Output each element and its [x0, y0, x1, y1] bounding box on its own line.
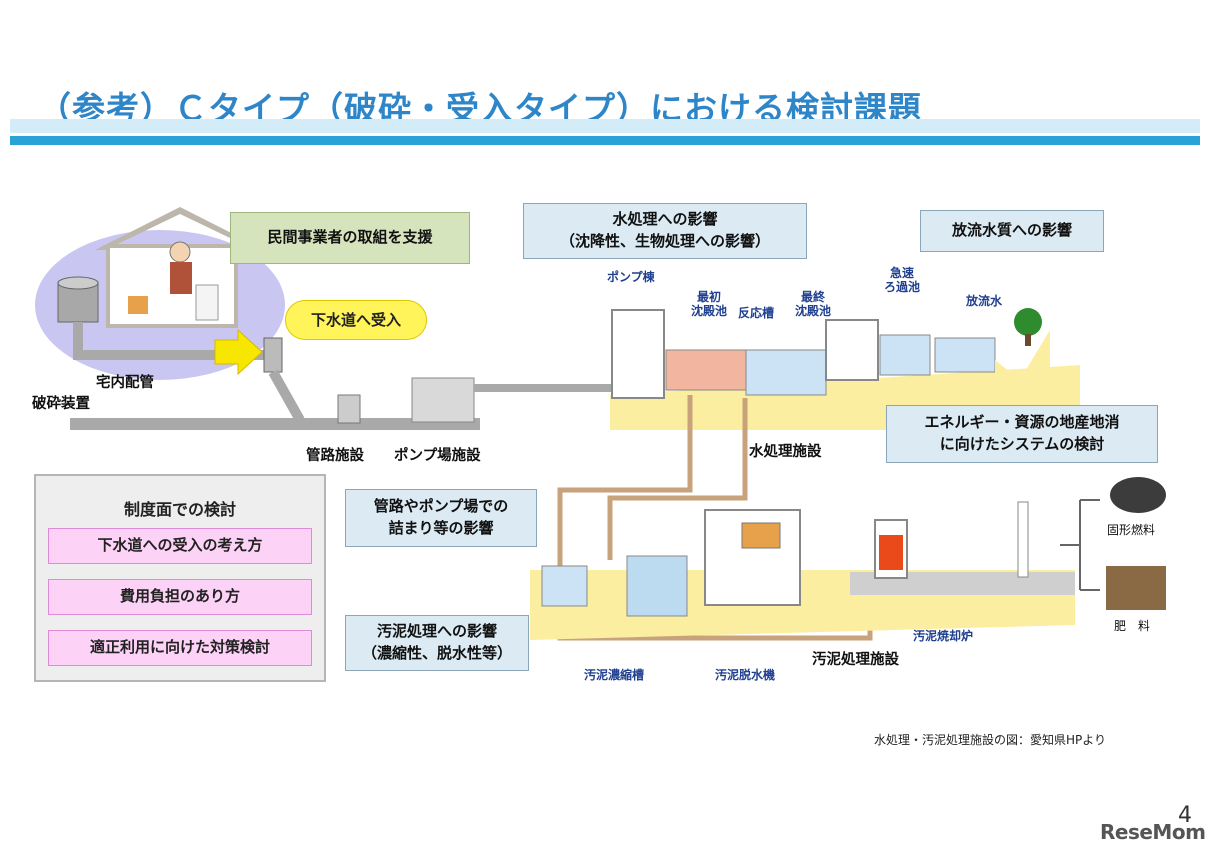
label-sludge-thickener: 汚泥濃縮槽 [584, 668, 645, 682]
label-pump-station: ポンプ場施設 [394, 448, 481, 464]
label-final-settling: 最終 沈殿池 [794, 290, 831, 318]
label-sludge-dewatering: 汚泥脱水機 [715, 668, 776, 682]
label-sludge-treatment: 汚泥処理施設 [812, 652, 899, 668]
label-indoor-pipe: 宅内配管 [96, 375, 154, 391]
callout-energy-line1: エネルギー・資源の地産地消 [924, 413, 1120, 431]
solid-fuel-image [1110, 477, 1166, 513]
label-pipeline: 管路施設 [306, 448, 364, 464]
callout-support: 民間事業者の取組を支援 [230, 212, 470, 264]
image-credit: 水処理・汚泥処理施設の図：愛知県HPより [874, 733, 1107, 747]
callout-water-impact: 水処理への影響 （沈降性、生物処理への影響） [523, 203, 807, 259]
crusher-top [57, 276, 99, 290]
panel-item-measures: 適正利用に向けた対策検討 [48, 630, 312, 666]
label-discharge-water: 放流水 [966, 294, 1003, 308]
callout-sludge-impact: 汚泥処理への影響 （濃縮性、脱水性等） [345, 615, 529, 671]
panel-title: 制度面での検討 [123, 500, 236, 519]
page-number: 4 [1178, 803, 1192, 828]
dewatering-unit [741, 522, 781, 549]
label-crusher: 破砕装置 [32, 396, 90, 412]
title-band [10, 136, 1200, 145]
output-line [1060, 499, 1100, 591]
sludge-pipe-2 [607, 398, 748, 560]
sludge-thickener [541, 565, 588, 607]
label-water-treatment: 水処理施設 [749, 444, 822, 460]
pump-pipe [474, 384, 614, 392]
callout-sludge-impact-line1: 汚泥処理への影響 [376, 622, 497, 640]
toilet [195, 284, 219, 321]
callout-clogging-line1: 管路やポンプ場での [373, 497, 509, 515]
primary-settling [665, 349, 747, 391]
stack [1017, 501, 1029, 578]
label-reaction-tank: 反応槽 [738, 306, 775, 320]
pump-station [411, 377, 475, 423]
person-head [169, 241, 191, 263]
sludge-pipe [557, 395, 693, 570]
label-fertilizer: 肥 料 [1114, 619, 1151, 633]
label-primary-settling: 最初 沈殿池 [690, 290, 727, 318]
label-sludge-incinerator: 汚泥焼却炉 [913, 629, 974, 643]
label-rapid-filter: 急速 ろ過池 [883, 266, 920, 294]
title-band-light [10, 119, 1200, 133]
junction-tank [263, 337, 283, 373]
callout-sludge-impact-line2: （濃縮性、脱水性等） [361, 644, 512, 662]
fertilizer-image [1106, 566, 1166, 610]
resemom-logo: ReseMom [1100, 820, 1206, 844]
callout-clogging-line2: 詰まり等の影響 [388, 519, 494, 537]
thickener-tank [626, 555, 688, 617]
callout-energy: エネルギー・資源の地産地消 に向けたシステムの検討 [886, 405, 1158, 463]
discharge-tank [934, 337, 996, 373]
panel-item-cost: 費用負担のあり方 [48, 579, 312, 615]
manhole [337, 394, 361, 424]
callout-accept: 下水道へ受入 [285, 300, 427, 340]
callout-water-impact-line1: 水処理への影響 [612, 210, 718, 228]
tree-trunk [1025, 334, 1031, 346]
yellow-arrow [214, 328, 263, 376]
panel-item-acceptance: 下水道への受入の考え方 [48, 528, 312, 564]
pump-building [611, 309, 665, 399]
reaction-tank [745, 349, 827, 396]
main-pipe [70, 418, 480, 430]
river-bank [995, 330, 1050, 385]
indoor-pipe [73, 322, 265, 360]
person-body [170, 262, 192, 294]
callout-water-impact-line2: （沈降性、生物処理への影響） [559, 232, 770, 250]
label-solid-fuel: 固形燃料 [1107, 523, 1156, 537]
bucket [128, 296, 148, 314]
filter-basin [879, 334, 931, 376]
institutional-panel: 制度面での検討 下水道への受入の考え方 費用負担のあり方 適正利用に向けた対策検… [34, 474, 326, 682]
pipe-down [268, 369, 305, 423]
callout-clogging: 管路やポンプ場での 詰まり等の影響 [345, 489, 537, 547]
callout-energy-line2: に向けたシステムの検討 [939, 435, 1105, 453]
tree [1014, 308, 1042, 336]
incinerator-fire [879, 535, 903, 570]
callout-discharge-quality: 放流水質への影響 [920, 210, 1104, 252]
label-pump-building: ポンプ棟 [607, 270, 655, 284]
final-settling [825, 319, 879, 381]
